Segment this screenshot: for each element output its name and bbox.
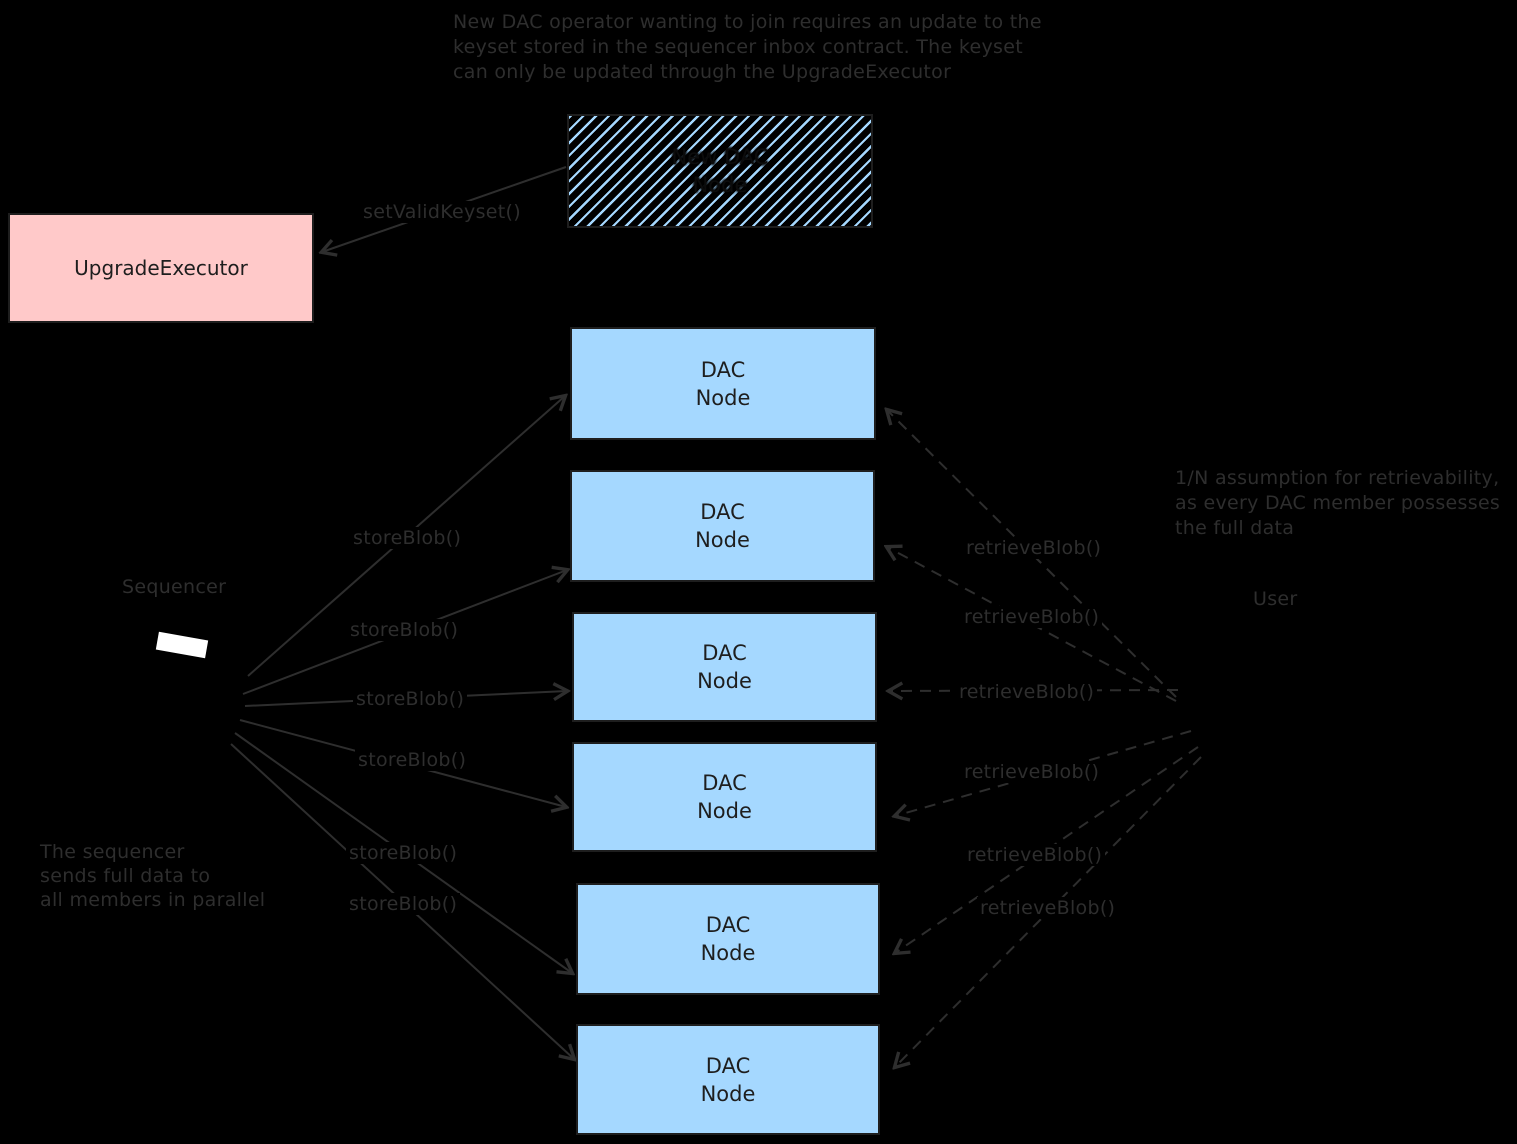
- dac-node-label: DAC Node: [695, 500, 750, 552]
- dac-node-box-5: DAC Node: [576, 883, 880, 995]
- retrieve-blob-label-6: retrieveBlob(): [977, 897, 1119, 919]
- store-blob-label-5: storeBlob(): [346, 842, 461, 864]
- note-keyset-update: New DAC operator wanting to join require…: [453, 11, 1042, 83]
- note-retrievability: 1/N assumption for retrievability, as ev…: [1175, 467, 1501, 539]
- note-parallel-send: The sequencer sends full data to all mem…: [40, 841, 266, 911]
- store-blob-label-3: storeBlob(): [353, 688, 468, 710]
- sequencer-label: Sequencer: [122, 576, 227, 598]
- store-blob-label-4: storeBlob(): [355, 749, 470, 771]
- retrieve-blob-arrow-3: [889, 690, 1179, 691]
- retrieve-blob-label-5: retrieveBlob(): [964, 844, 1106, 866]
- dac-node-box-2: DAC Node: [570, 470, 875, 582]
- store-blob-label-2: storeBlob(): [347, 619, 462, 641]
- dac-node-label: DAC Node: [700, 1053, 756, 1106]
- dac-node-label: DAC Node: [697, 771, 752, 823]
- retrieve-blob-arrow-2: [887, 547, 1177, 702]
- retrieve-blob-label-3: retrieveBlob(): [956, 681, 1098, 703]
- dac-node-box-4: DAC Node: [572, 742, 877, 852]
- store-blob-label-1: storeBlob(): [350, 527, 465, 549]
- new-dac-node-label: New DAC Node: [671, 145, 769, 197]
- retrieve-blob-arrow-5: [895, 746, 1199, 953]
- set-valid-keyset-label: setValidKeyset(): [360, 201, 524, 223]
- retrieve-blob-label-1: retrieveBlob(): [963, 537, 1105, 559]
- dac-node-label: DAC Node: [697, 641, 752, 693]
- user-label: User: [1253, 588, 1298, 610]
- upgrade-executor-label: UpgradeExecutor: [74, 256, 248, 280]
- store-blob-label-6: storeBlob(): [346, 893, 461, 915]
- dac-node-label: DAC Node: [700, 913, 756, 965]
- retrieve-blob-label-4: retrieveBlob(): [961, 761, 1103, 783]
- new-dac-node-box: New DAC Node: [567, 114, 873, 228]
- dac-node-label: DAC Node: [695, 357, 751, 410]
- dac-node-box-3: DAC Node: [572, 612, 877, 722]
- retrieve-blob-label-2: retrieveBlob(): [961, 606, 1103, 628]
- upgrade-executor-box: UpgradeExecutor: [8, 213, 314, 323]
- dac-node-box-1: DAC Node: [570, 327, 876, 440]
- retrieve-blob-arrow-1: [887, 410, 1177, 698]
- dac-node-box-6: DAC Node: [576, 1024, 880, 1135]
